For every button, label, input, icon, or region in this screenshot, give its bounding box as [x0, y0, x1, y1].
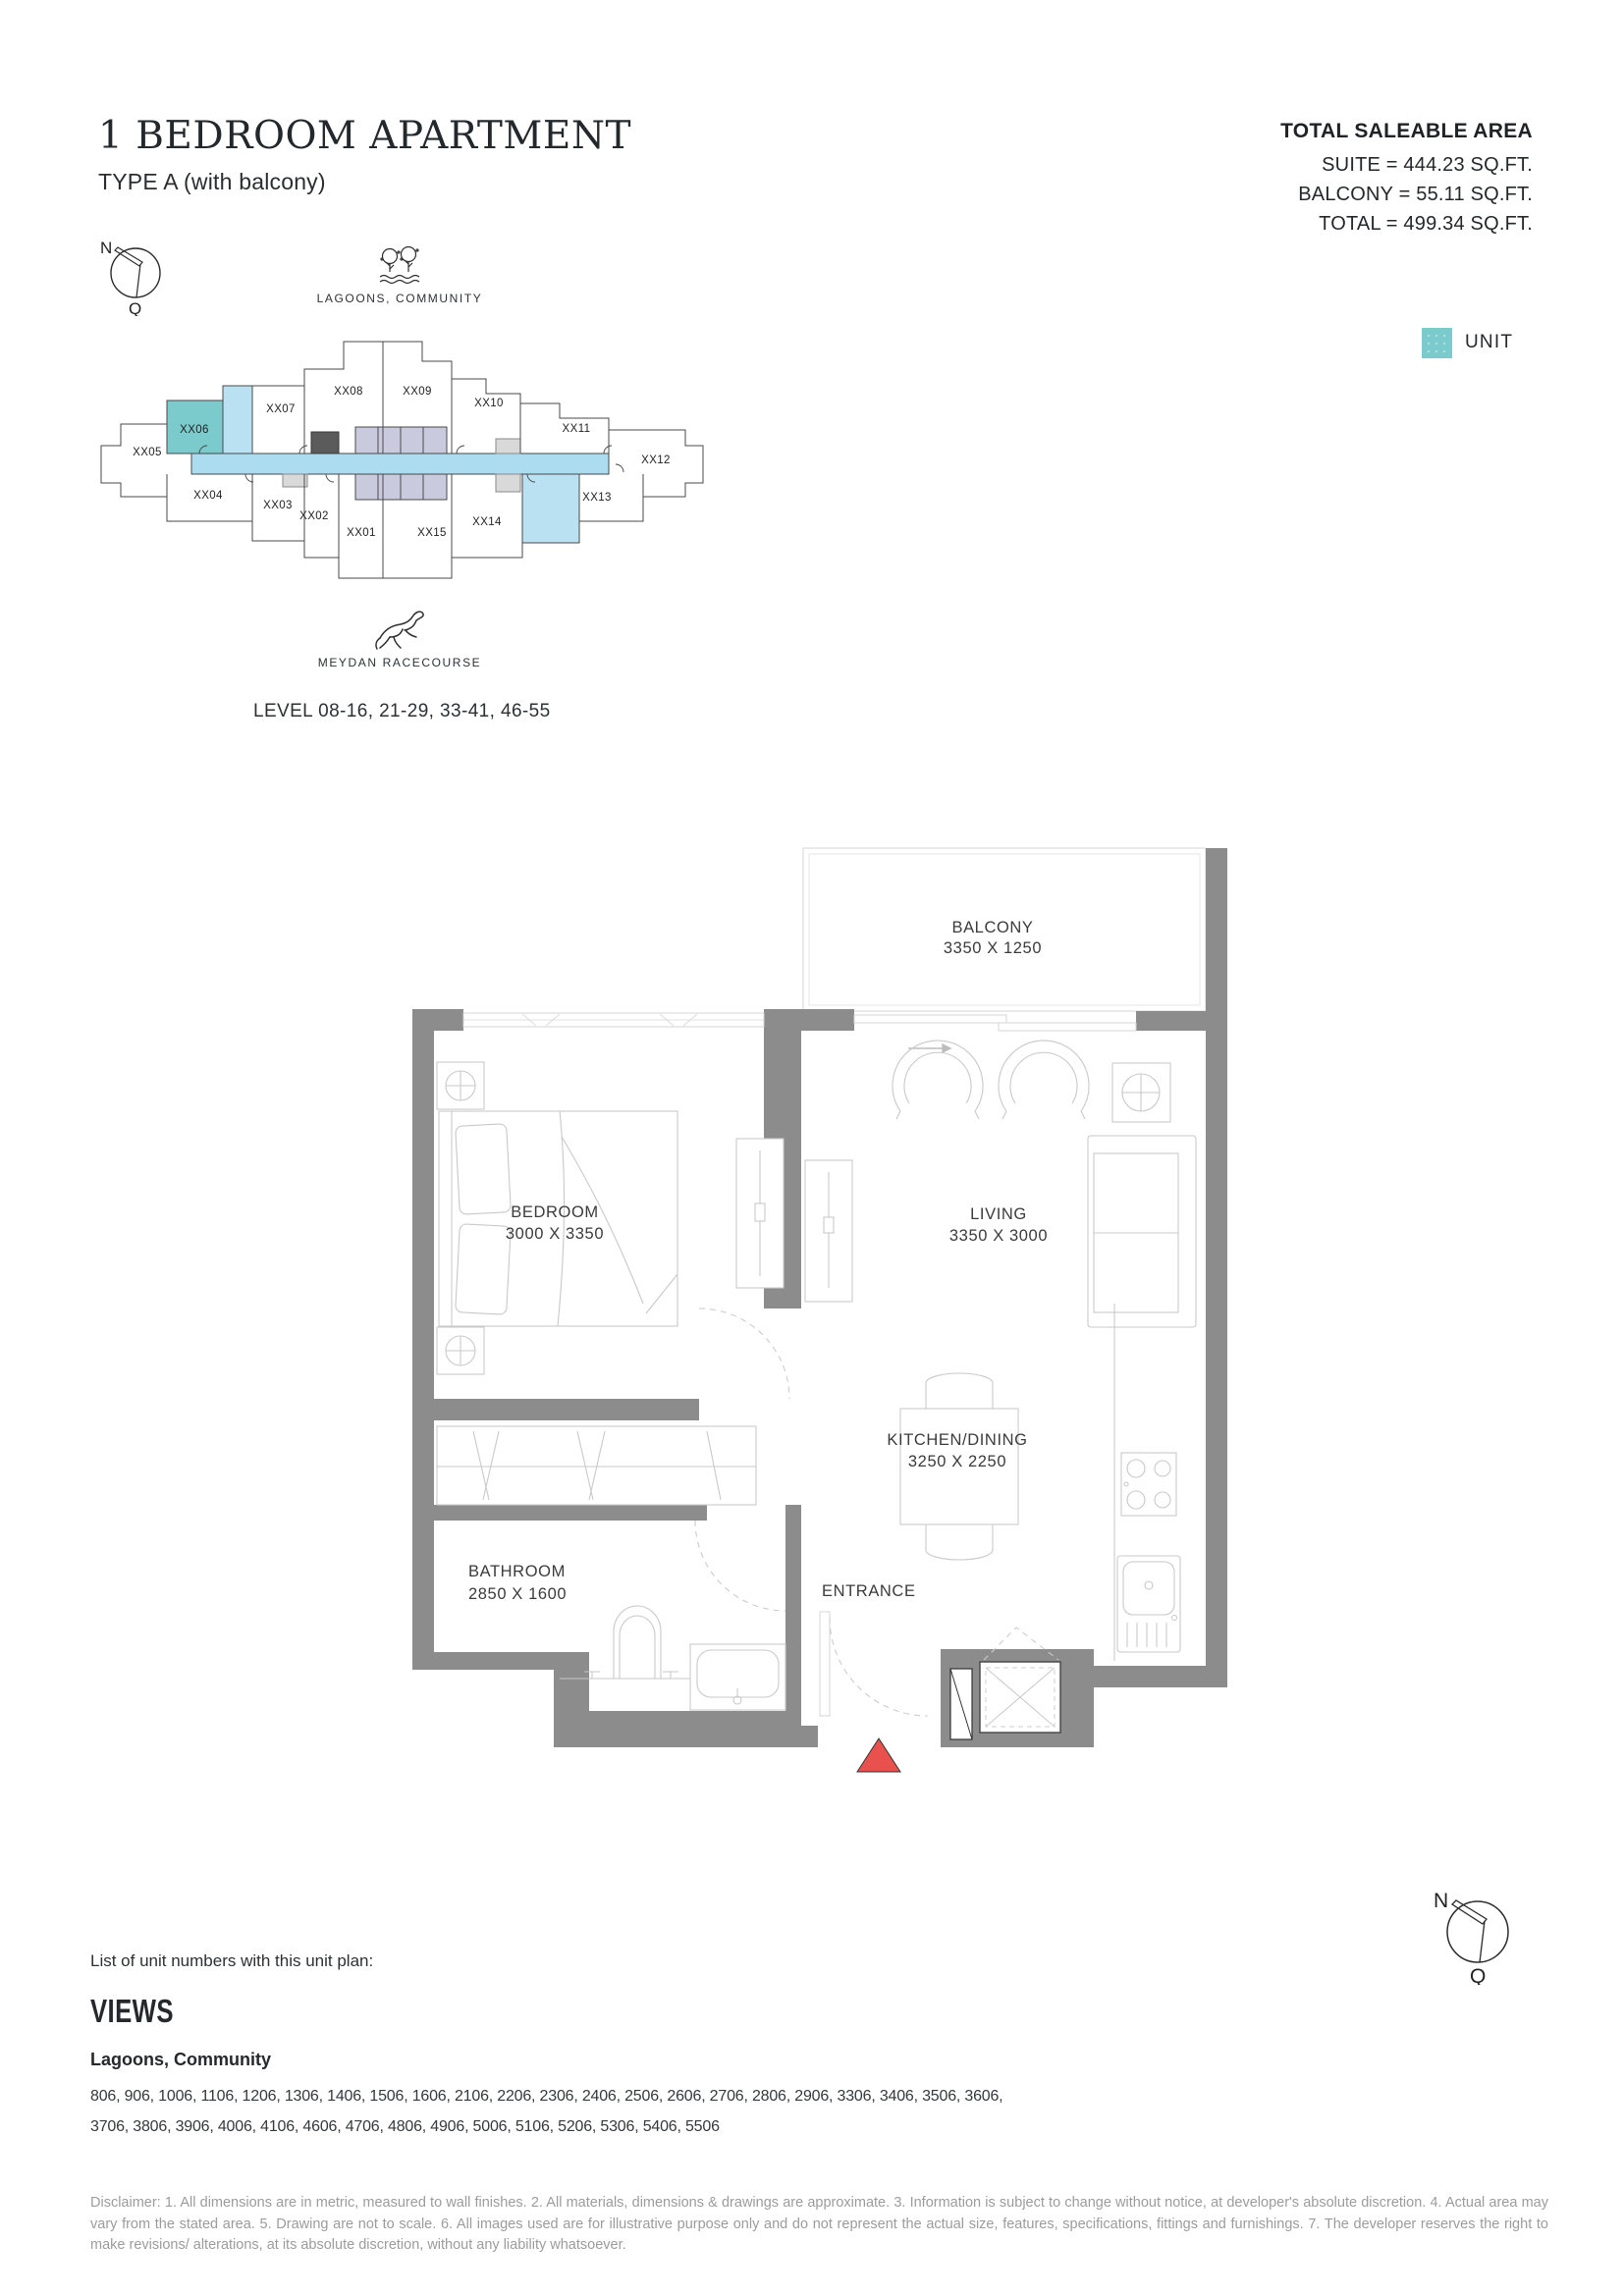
keyplan-unit-label: XX14 [472, 516, 502, 528]
service-block [310, 431, 340, 454]
area-suite: SUITE = 444.23 SQ.FT. [1322, 154, 1533, 176]
bathtub [689, 1643, 786, 1711]
core-blocks [354, 426, 448, 501]
bathroom-fixtures [560, 1520, 786, 1711]
bathroom-door-arc [694, 1520, 786, 1612]
secondary-unit-bottom [521, 473, 580, 544]
lagoons-community-label: LAGOONS, COMMUNITY [316, 292, 483, 305]
keyplan-unit-label: XX13 [582, 492, 612, 504]
secondary-unit-top [222, 385, 253, 454]
racecourse-horse-icon [375, 611, 424, 650]
toilet [613, 1605, 662, 1680]
views-heading: VIEWS [90, 1993, 174, 2029]
bedroom-dims: 3000 X 3350 [506, 1225, 604, 1243]
unit-numbers-line: 3706, 3806, 3906, 4006, 4106, 4606, 4706… [90, 2118, 720, 2135]
views-subheading: Lagoons, Community [90, 2050, 271, 2069]
kitchen-sink [1116, 1555, 1181, 1653]
bedroom-window [462, 1012, 765, 1028]
floor-plan: BALCONY 3350 X 1250 BEDROOM 3000 X 3350 … [412, 847, 1227, 1773]
bathroom-label: BATHROOM [468, 1563, 566, 1580]
room-labels: BALCONY 3350 X 1250 BEDROOM 3000 X 3350 … [468, 919, 1048, 1603]
keyplan-door-arcs [198, 445, 624, 483]
compass-n-label: N [100, 239, 112, 257]
unit-legend-swatch [1422, 328, 1452, 358]
stove [1120, 1452, 1177, 1517]
kitchen-label: KITCHEN/DINING [887, 1431, 1027, 1449]
living-label: LIVING [970, 1205, 1027, 1223]
area-balcony: BALCONY = 55.11 SQ.FT. [1298, 184, 1533, 205]
balcony-dims: 3350 X 1250 [944, 939, 1042, 957]
keyplan-unit-label: XX11 [563, 423, 591, 435]
keyplan-unit-label: XX03 [263, 500, 293, 511]
area-total: TOTAL = 499.34 SQ.FT. [1319, 213, 1533, 235]
area-heading: TOTAL SALEABLE AREA [1280, 120, 1533, 142]
lift-shaft [949, 1627, 1061, 1740]
closet [436, 1425, 757, 1506]
keyplan-unit-label: XX07 [266, 403, 296, 415]
keyplan-unit-label: XX05 [133, 447, 162, 458]
page-title: 1 BEDROOM APARTMENT [98, 114, 631, 158]
armchair [998, 1040, 1090, 1120]
entrance-area [819, 1611, 929, 1773]
balcony-label: BALCONY [951, 919, 1033, 936]
utility-blocks [282, 438, 521, 493]
entrance-door-arc [829, 1617, 929, 1717]
building-key-plan: XX05 XX06 XX07 XX08 XX09 XX10 XX11 XX12 … [100, 341, 704, 579]
keyplan-unit-label: XX15 [417, 527, 447, 539]
kitchen-dining-furniture [899, 1304, 1181, 1661]
unit-legend-label: UNIT [1465, 332, 1514, 352]
sliding-door [853, 1014, 1137, 1054]
wardrobe [735, 1138, 785, 1289]
compass-icon: N Q [1434, 1890, 1509, 1985]
keyplan-unit-label: XX08 [334, 386, 363, 398]
entrance-door-leaf [819, 1611, 831, 1717]
lagoons-icon [379, 245, 420, 285]
keyplan-unit-label: XX10 [474, 398, 504, 409]
living-furniture [804, 1040, 1197, 1328]
level-range-label: LEVEL 08-16, 21-29, 33-41, 46-55 [253, 701, 551, 721]
meydan-racecourse-label: MEYDAN RACECOURSE [317, 656, 482, 669]
compass-q-label: Q [1470, 1965, 1486, 1985]
keyplan-unit-label: XX12 [641, 454, 671, 466]
keyplan-unit-label: XX02 [299, 510, 329, 522]
corridor [190, 453, 610, 475]
unit-list-intro: List of unit numbers with this unit plan… [90, 1951, 374, 1970]
dining-table [899, 1372, 1019, 1561]
compass-q-label: Q [129, 299, 141, 316]
compass-icon: N Q [100, 239, 161, 316]
compass-needle [114, 246, 143, 267]
bed [438, 1110, 678, 1327]
sofa [1087, 1135, 1197, 1328]
keyplan-unit-label: XX09 [403, 386, 432, 398]
bedroom-door-arc [698, 1308, 790, 1400]
unit-numbers-list: 806, 906, 1006, 1106, 1206, 1306, 1406, … [90, 2081, 1003, 2142]
walls [412, 848, 1227, 1747]
entrance-marker [856, 1737, 901, 1773]
armchair [892, 1040, 984, 1120]
keyplan-unit-label: XX04 [193, 490, 223, 502]
balcony-area [802, 847, 1207, 1012]
keyplan-unit-label: XX06 [180, 424, 209, 436]
kitchen-dims: 3250 X 2250 [908, 1453, 1006, 1470]
wardrobe [804, 1159, 853, 1303]
page-subtitle: TYPE A (with balcony) [98, 169, 326, 194]
saleable-area-block: TOTAL SALEABLE AREA SUITE = 444.23 SQ.FT… [1280, 120, 1533, 239]
unit-numbers-line: 806, 906, 1006, 1106, 1206, 1306, 1406, … [90, 2088, 1003, 2105]
side-table-lamp [1111, 1062, 1171, 1123]
keyplan-unit-labels: XX05 XX06 XX07 XX08 XX09 XX10 XX11 XX12 … [133, 386, 671, 539]
compass-n-label: N [1434, 1890, 1448, 1912]
disclaimer-text: Disclaimer: 1. All dimensions are in met… [90, 2195, 1548, 2253]
bathroom-dims: 2850 X 1600 [468, 1585, 567, 1603]
bedroom-label: BEDROOM [511, 1203, 598, 1221]
living-dims: 3350 X 3000 [949, 1227, 1048, 1245]
keyplan-unit-label: XX01 [347, 527, 376, 539]
bedroom-furniture [436, 1061, 785, 1375]
unit-dividers [166, 342, 644, 578]
entrance-label: ENTRANCE [822, 1582, 916, 1600]
compass-needle [1450, 1899, 1488, 1925]
